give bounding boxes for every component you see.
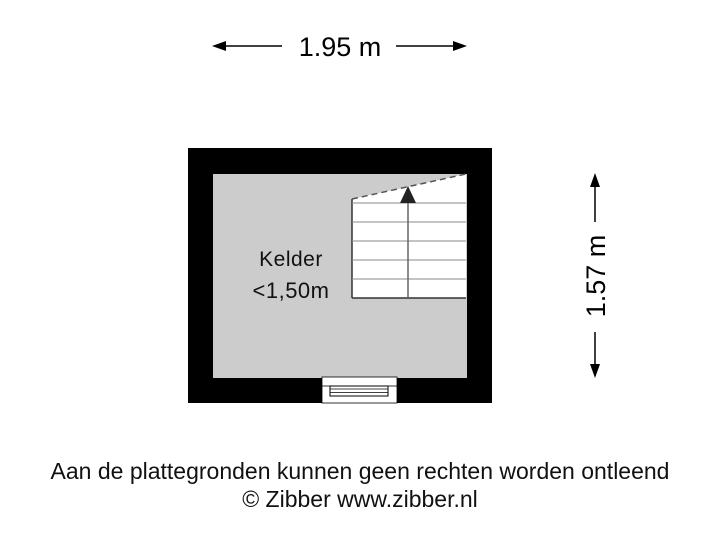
disclaimer-text: Aan de plattegronden kunnen geen rechten…: [50, 458, 670, 484]
width-label: 1.95 m: [299, 32, 382, 62]
width-dimension: 1.95 m: [212, 32, 467, 62]
arrow-up-icon: [590, 173, 600, 187]
stair-direction-arrow-icon: [400, 186, 416, 203]
copyright-text: © Zibber www.zibber.nl: [242, 486, 478, 512]
height-dimension: 1.57 m: [581, 173, 611, 378]
window: [321, 376, 398, 404]
arrow-right-icon: [453, 41, 467, 51]
arrow-down-icon: [590, 364, 600, 378]
room-name: Kelder: [259, 248, 323, 271]
room-height-note: <1,50m: [253, 278, 330, 303]
arrow-left-icon: [212, 41, 226, 51]
height-label: 1.57 m: [581, 235, 611, 318]
stairs: [351, 173, 467, 299]
